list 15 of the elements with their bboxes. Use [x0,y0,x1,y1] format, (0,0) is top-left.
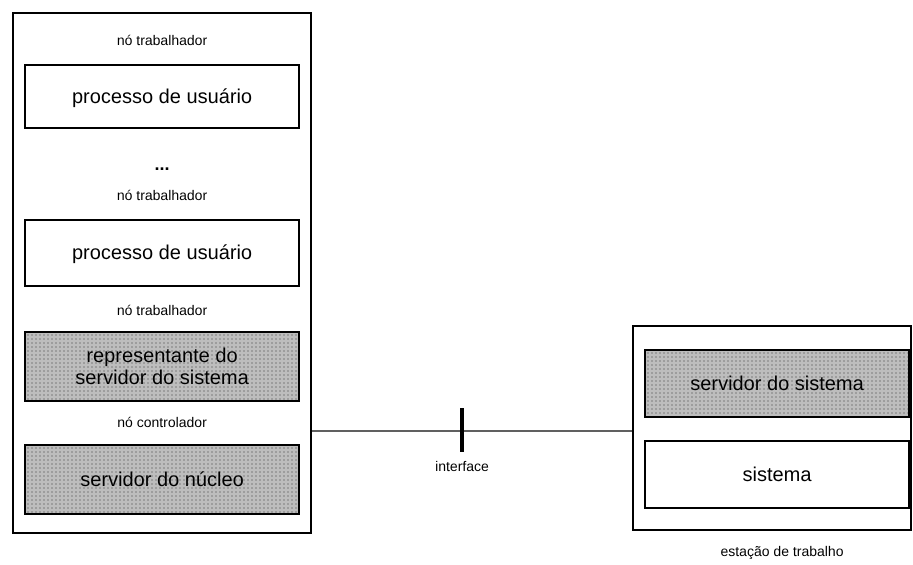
node-heading: nó trabalhador [116,187,208,203]
process-box: sistema [644,440,910,509]
process-box: servidor do núcleo [24,444,300,515]
connector-line [312,430,632,432]
node-heading: nó trabalhador [116,302,208,318]
process-box: servidor do sistema [644,349,910,418]
ellipsis-label: ... [153,154,170,175]
process-box: processo de usuário [24,219,300,287]
container-box [632,325,912,531]
process-box: processo de usuário [24,64,300,129]
node-heading: nó controlador [116,414,208,430]
process-box: representante do servidor do sistema [24,331,300,402]
node-caption: estação de trabalho [720,543,844,559]
container-box [12,12,312,534]
node-heading: nó trabalhador [116,32,208,48]
